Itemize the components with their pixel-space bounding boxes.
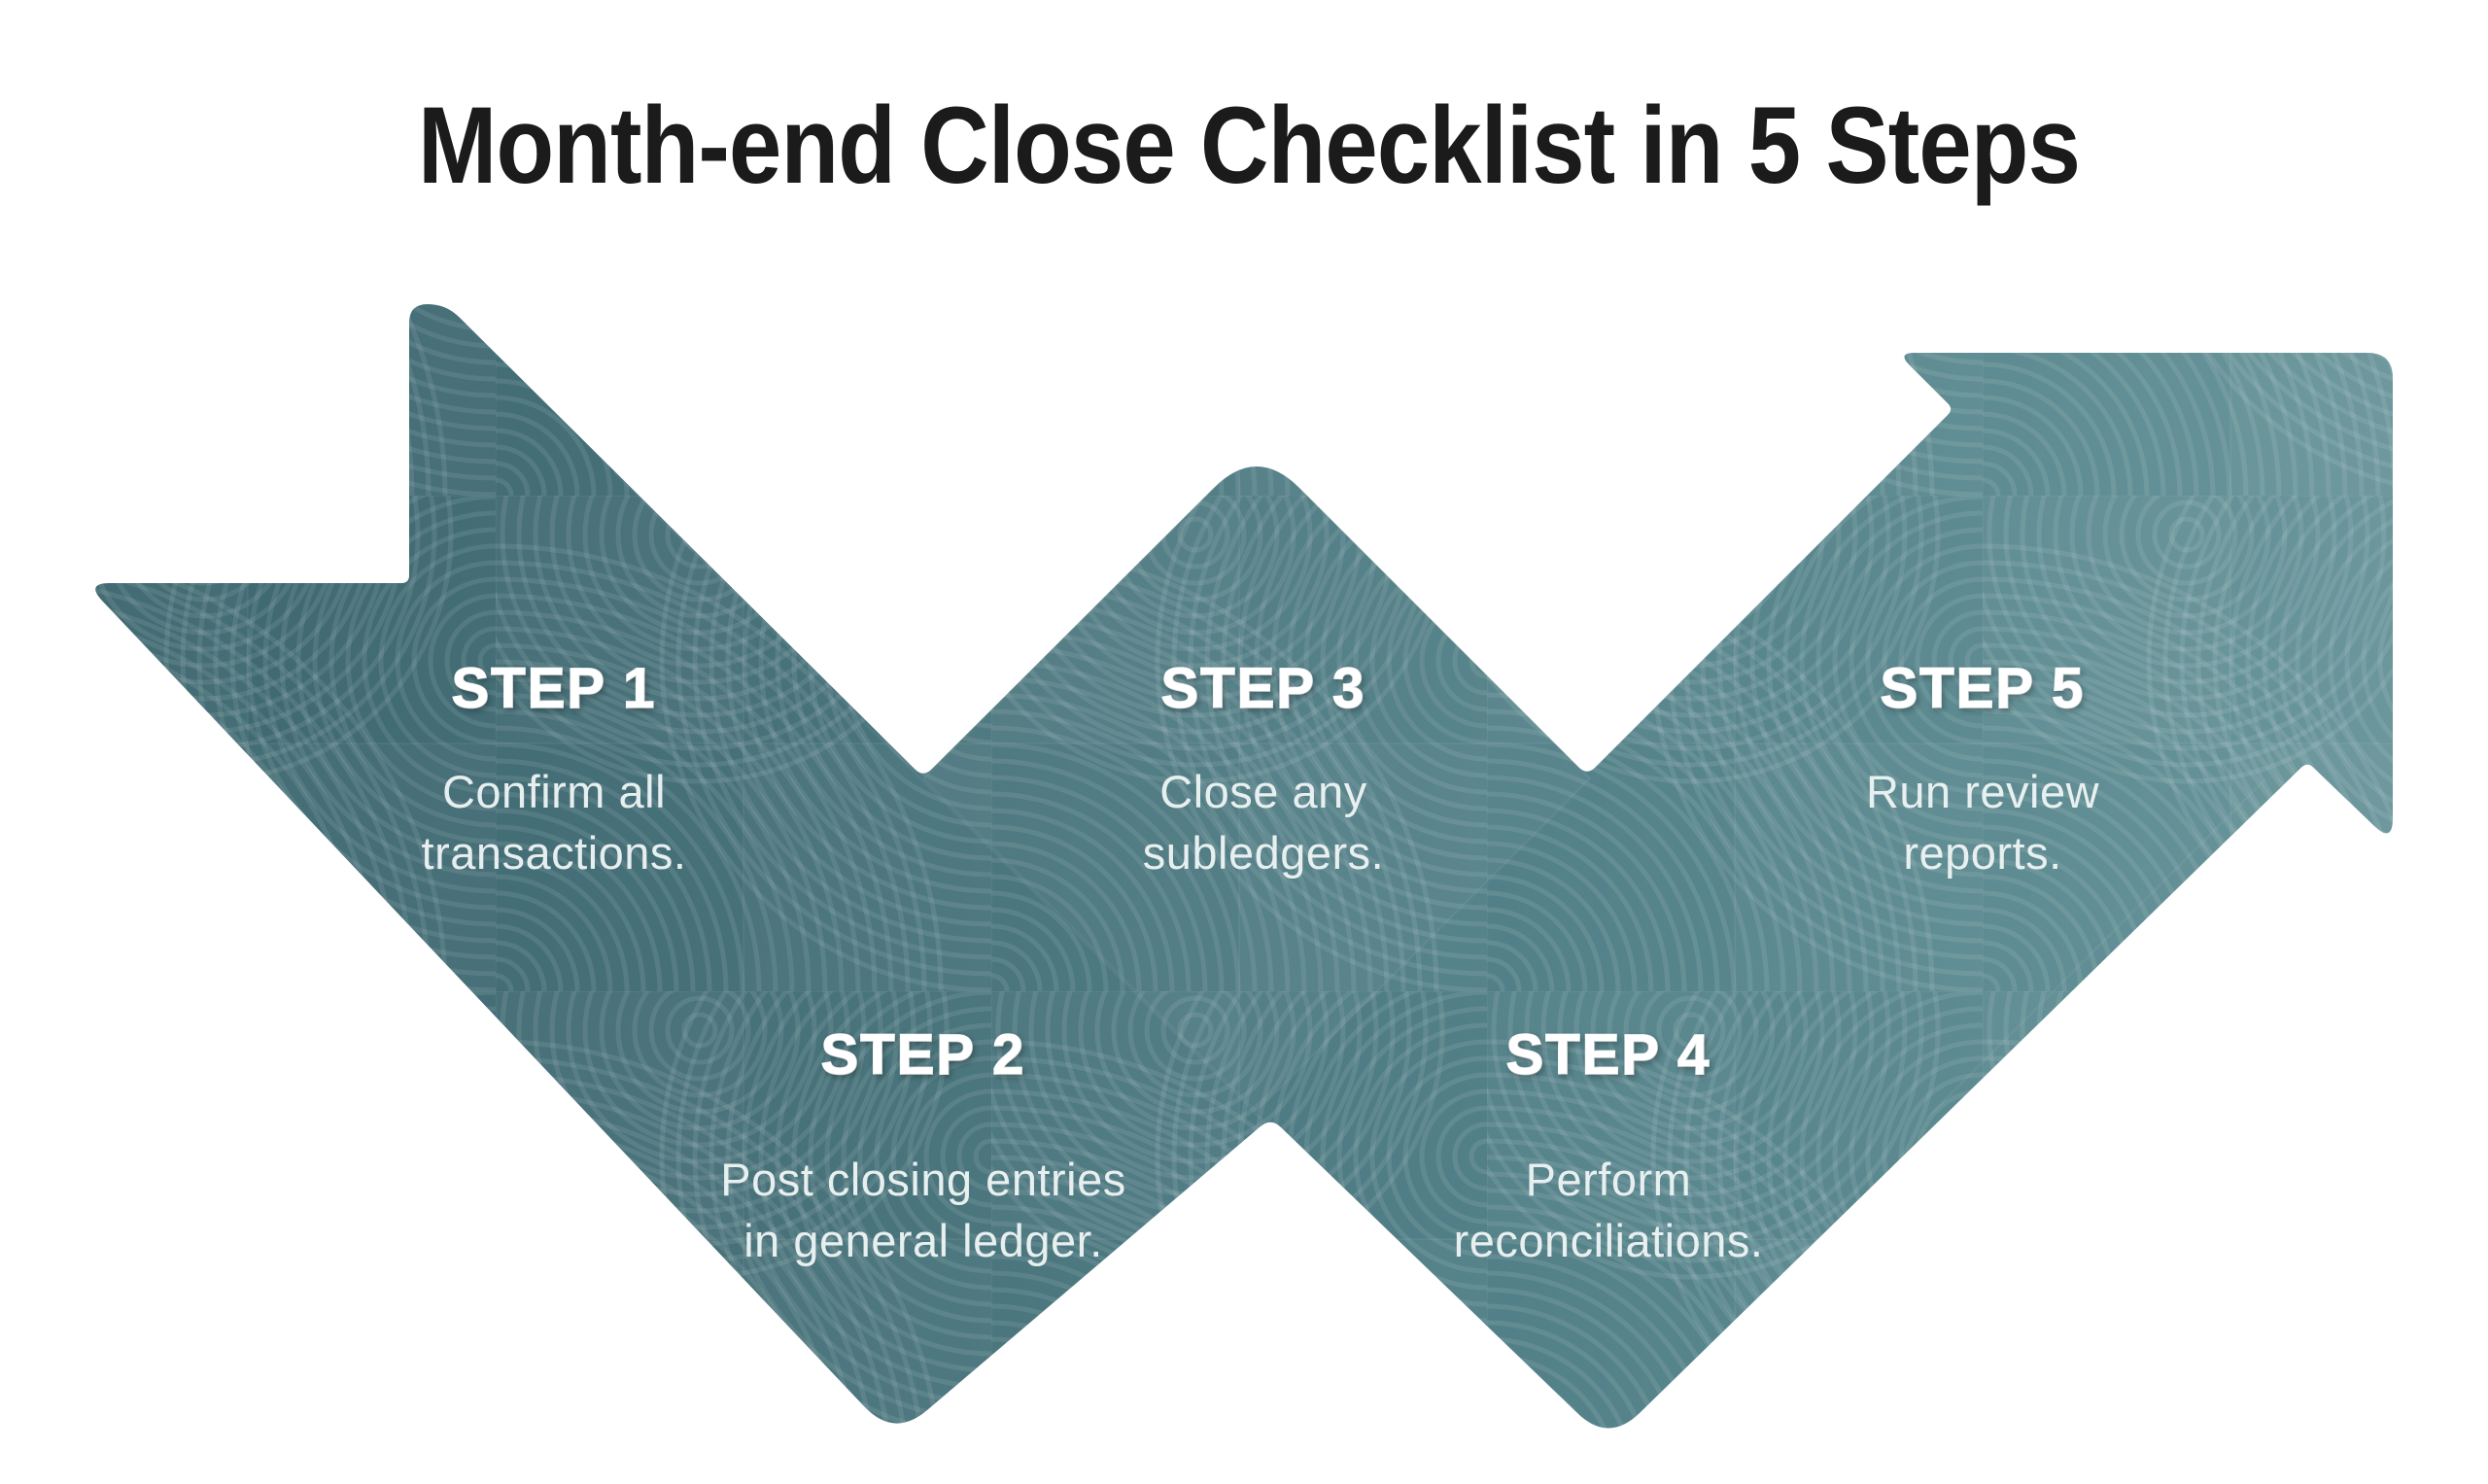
step-4-label: STEP 4 xyxy=(1506,1023,1711,1087)
step-4-line1: Perform xyxy=(1526,1154,1692,1205)
step-1-label: STEP 1 xyxy=(452,657,657,720)
page-title: Month-end Close Checklist in 5 Steps xyxy=(418,85,2080,206)
step-2: STEP 2 Post closing entries in general l… xyxy=(720,1022,1126,1266)
step-4-line2: reconciliations. xyxy=(1454,1215,1764,1266)
step-4: STEP 4 Perform reconciliations. xyxy=(1454,1022,1764,1266)
step-3: STEP 3 Close any subledgers. xyxy=(1143,656,1385,879)
step-5-line2: reports. xyxy=(1903,827,2061,879)
step-5-line1: Run review xyxy=(1866,766,2100,817)
step-5-label: STEP 5 xyxy=(1881,657,2086,720)
step-5: STEP 5 Run review reports. xyxy=(1866,656,2100,879)
segment-seams xyxy=(613,443,2266,1124)
step-3-line1: Close any xyxy=(1159,766,1367,817)
step-1-line2: transactions. xyxy=(422,827,687,879)
step-2-line1: Post closing entries xyxy=(720,1154,1126,1205)
step-1-line1: Confirm all xyxy=(442,766,666,817)
step-2-label: STEP 2 xyxy=(821,1023,1026,1087)
step-3-line2: subledgers. xyxy=(1143,827,1385,879)
step-3-label: STEP 3 xyxy=(1161,657,1366,720)
step-1: STEP 1 Confirm all transactions. xyxy=(422,656,687,879)
step-2-line2: in general ledger. xyxy=(743,1215,1103,1266)
